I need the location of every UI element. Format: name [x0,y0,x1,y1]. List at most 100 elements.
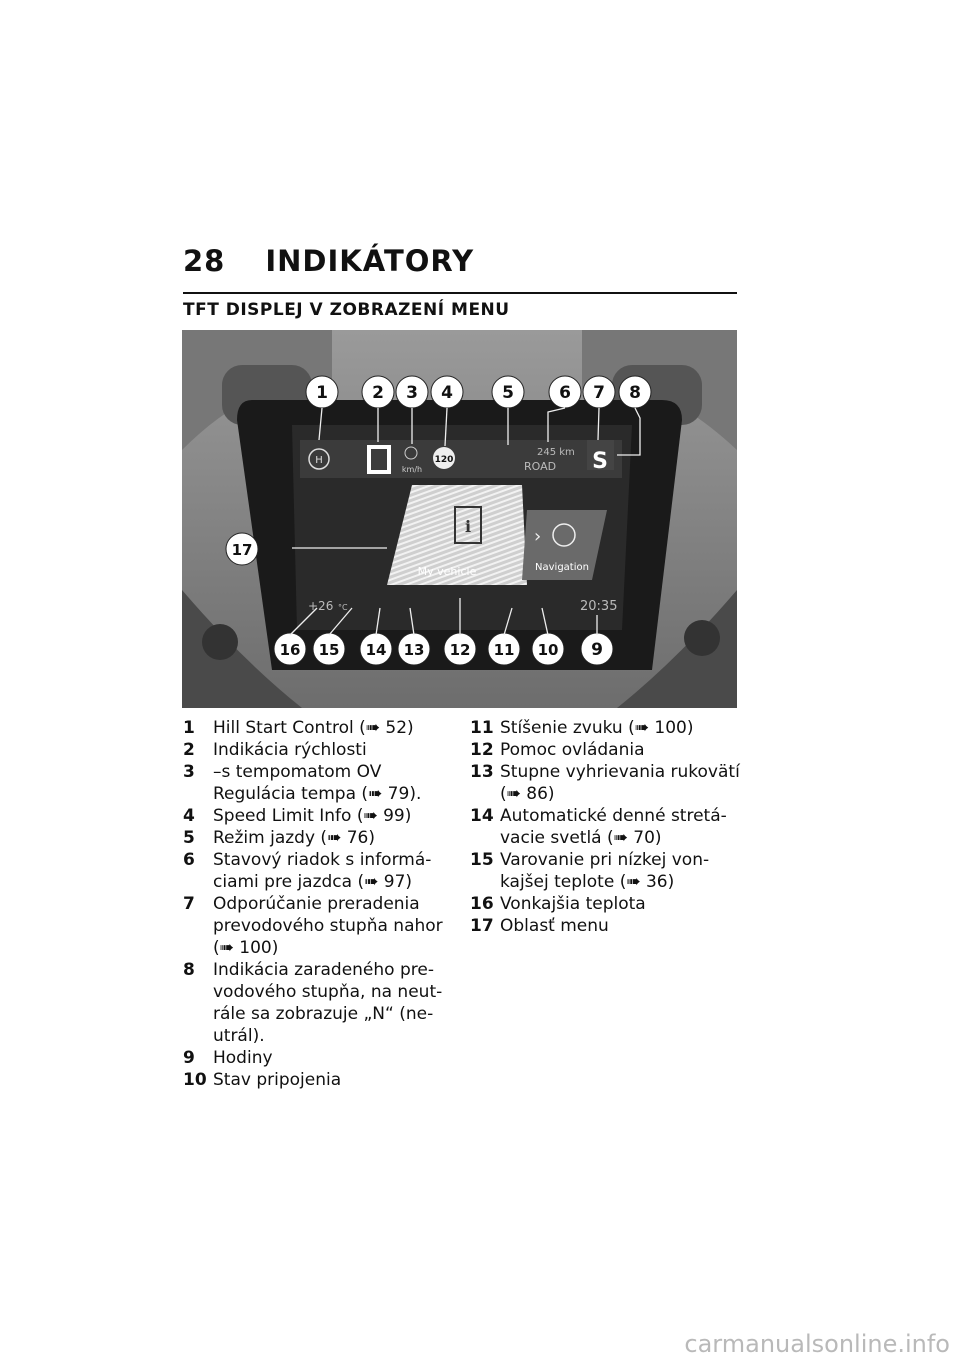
legend-text: Varovanie pri nízkej von-kajšej teplote … [500,849,740,893]
legend-item: 17 Oblasť menu [470,915,740,937]
legend-line: Automatické denné stretá- [500,806,727,826]
legend-number: 4 [183,806,195,826]
legend-line: –s tempomatom OV [213,762,382,782]
callout-circle [312,632,346,666]
legend-number: 14 [470,806,494,826]
menu-my-vehicle: My vehicle [418,565,477,578]
callout-number: 2 [372,383,384,403]
page-header: 28 INDIKÁTORY [183,244,474,278]
legend-text: Hill Start Control (➠ 52) [213,717,443,739]
callout-number: 16 [280,641,301,659]
legend-line: vodového stupňa, na neut- [213,982,443,1002]
legend-line: vacie svetlá (➠ 70) [500,828,662,848]
callout-number: 12 [450,641,471,659]
legend-line: Režim jazdy (➠ 76) [213,828,375,848]
legend-line: Oblasť menu [500,916,609,936]
callout-number: 4 [441,383,453,403]
legend-text: Hodiny [213,1047,443,1069]
legend-number: 5 [183,828,195,848]
callout-number: 5 [502,383,514,403]
legend-number: 9 [183,1048,195,1068]
legend-line: Stupne vyhrievania rukovätí [500,762,740,782]
legend-line: (➠ 86) [500,784,555,804]
legend-item: 5 Režim jazdy (➠ 76) [183,827,443,849]
svg-text:H: H [315,455,323,466]
legend-text: Automatické denné stretá-vacie svetlá (➠… [500,805,740,849]
menu-navigation: Navigation [535,562,589,573]
clock: 20:35 [580,599,617,614]
legend-line: (➠ 100) [213,938,279,958]
page-number: 28 [183,244,226,278]
legend-number: 12 [470,740,494,760]
callout-number: 6 [559,383,571,403]
legend-line: Indikácia zaradeného pre- [213,960,434,980]
callout-number: 11 [494,641,515,659]
ride-mode: ROAD [524,460,556,473]
callout-circle [273,632,307,666]
chapter-title: INDIKÁTORY [265,244,475,278]
legend-number: 16 [470,894,494,914]
legend-item: 8 Indikácia zaradeného pre-vodového stupň… [183,959,443,1047]
legend-line: rále sa zobrazuje „N“ (ne- [213,1004,434,1024]
legend-number: 17 [470,916,494,936]
legend-item: 15 Varovanie pri nízkej von-kajšej teplot… [470,849,740,893]
legend-item: 16 Vonkajšia teplota [470,893,740,915]
legend-text: Stupne vyhrievania rukovätí(➠ 86) [500,761,740,805]
legend-item: 10 Stav pripojenia [183,1069,443,1091]
legend-number: 15 [470,850,494,870]
legend-line: utrál). [213,1026,265,1046]
legend-text: Vonkajšia teplota [500,893,740,915]
legend-number: 7 [183,894,195,914]
svg-text:›: › [534,526,541,547]
callout-number: 17 [232,541,253,559]
watermark: carmanualsonline.info [684,1330,950,1358]
callout-number: 1 [316,383,328,403]
legend-item: 4 Speed Limit Info (➠ 99) [183,805,443,827]
legend-line: Stavový riadok s informá- [213,850,432,870]
header-rule [183,292,737,294]
tft-display-photo: H km/h 120 245 km ROAD S i My vehicle Na… [182,330,737,708]
callout-number: 15 [319,641,340,659]
speed-limit: 120 [435,455,454,465]
legend-text: Režim jazdy (➠ 76) [213,827,443,849]
legend-number: 1 [183,718,195,738]
legend-line: kajšej teplote (➠ 36) [500,872,675,892]
callout-number: 10 [538,641,559,659]
section-title: TFT DISPLEJ V ZOBRAZENÍ MENU [183,300,510,320]
callout-number: 7 [593,383,605,403]
legend-number: 3 [183,762,195,782]
legend-item: 14 Automatické denné stretá-vacie svetlá … [470,805,740,849]
legend-number: 13 [470,762,494,782]
legend-number: 8 [183,960,195,980]
legend-text: Oblasť menu [500,915,740,937]
legend-text: Stavový riadok s informá-ciami pre jazdc… [213,849,443,893]
legend-line: Speed Limit Info (➠ 99) [213,806,412,826]
legend-text: Indikácia zaradeného pre-vodového stupňa… [213,959,443,1047]
legend-line: Varovanie pri nízkej von- [500,850,710,870]
legend-line: Odporúčanie preradenia [213,894,420,914]
callout-number: 9 [591,640,603,660]
legend-line: prevodového stupňa nahor [213,916,443,936]
callout-circle [225,532,259,566]
callout-number: 3 [406,383,418,403]
svg-text:i: i [465,517,471,536]
speed-unit: km/h [402,465,422,474]
temp-unit: °C [338,603,348,612]
legend-item: 9 Hodiny [183,1047,443,1069]
legend-text: Stíšenie zvuku (➠ 100) [500,717,740,739]
callout-number: 8 [629,383,641,403]
legend-number: 10 [183,1070,207,1090]
legend-text: Stav pripojenia [213,1069,443,1091]
legend-line: ciami pre jazdca (➠ 97) [213,872,413,892]
callout-number: 13 [404,641,425,659]
legend-line: Indikácia rýchlosti [213,740,367,760]
